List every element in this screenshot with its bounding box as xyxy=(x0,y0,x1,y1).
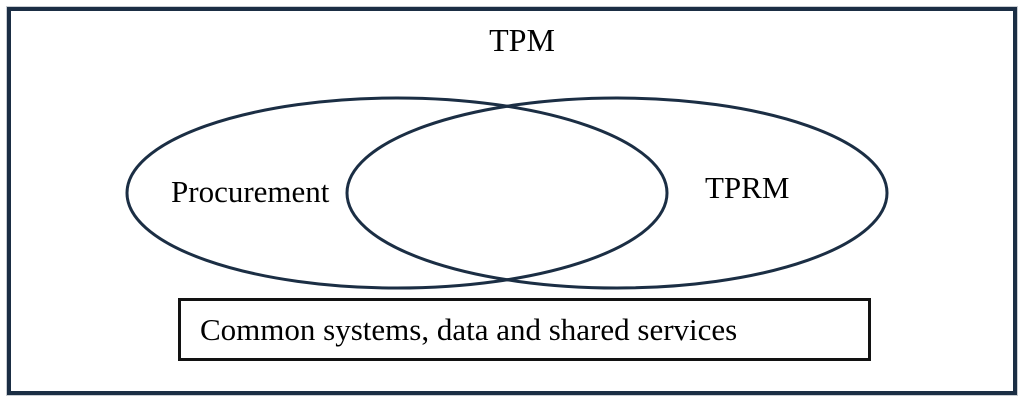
procurement-set-ellipse xyxy=(125,96,669,290)
tprm-set-ellipse xyxy=(345,96,889,290)
shared-services-label: Common systems, data and shared services xyxy=(200,311,738,347)
tprm-set-label: TPRM xyxy=(705,170,790,205)
shared-services-box: Common systems, data and shared services xyxy=(178,298,871,361)
diagram-title: TPM xyxy=(489,22,555,58)
procurement-set-label: Procurement xyxy=(171,174,330,209)
diagram-frame xyxy=(7,7,1017,395)
